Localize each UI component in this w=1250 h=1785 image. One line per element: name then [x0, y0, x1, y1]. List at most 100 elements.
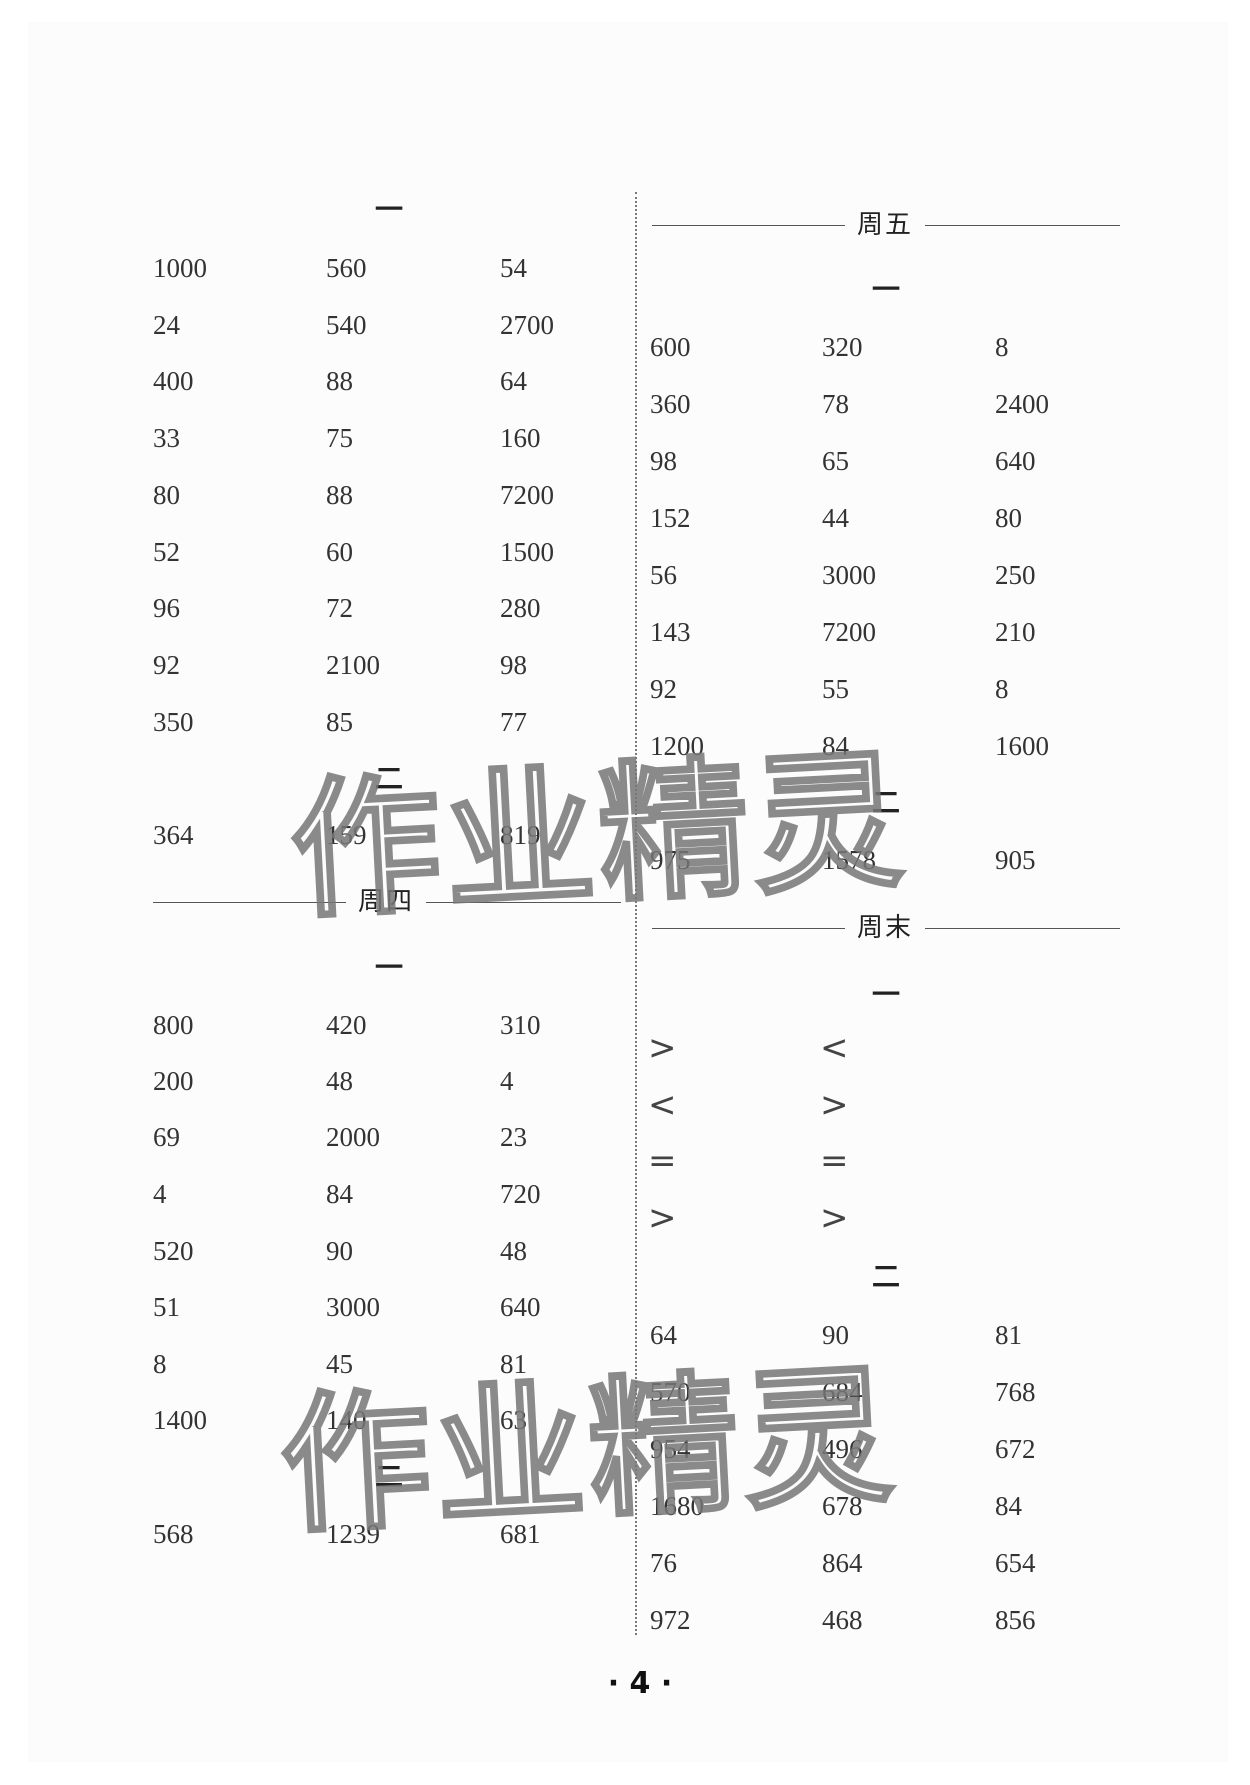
thursday-title: 周四: [358, 887, 415, 917]
header-rule-left: [153, 902, 346, 903]
friday-part1-label: 一: [872, 273, 901, 306]
answer-cell: 65: [822, 446, 849, 476]
weekend-part1-label: 一: [872, 978, 901, 1011]
answer-cell: 600: [650, 332, 691, 362]
page-background: [28, 22, 1228, 1762]
answer-cell: 2400: [995, 389, 1049, 419]
answer-cell: 364: [153, 820, 194, 850]
answer-cell: 672: [995, 1434, 1036, 1464]
answer-cell: 720: [500, 1179, 541, 1209]
answer-cell: 360: [650, 389, 691, 419]
answer-cell: 63: [500, 1405, 527, 1435]
answer-cell: 81: [500, 1349, 527, 1379]
answer-cell: 80: [995, 503, 1022, 533]
answer-cell: 24: [153, 310, 180, 340]
answer-cell: 954: [650, 1434, 691, 1464]
left-top-part2-label: 二: [375, 762, 404, 795]
answer-cell: 96: [153, 593, 180, 623]
answer-cell: 496: [822, 1434, 863, 1464]
answer-cell: 56: [650, 560, 677, 590]
friday-part2-label: 二: [872, 786, 901, 819]
answer-cell: 1578: [822, 845, 876, 875]
answer-cell: 81: [995, 1320, 1022, 1350]
answer-cell: 280: [500, 593, 541, 623]
friday-header: 周五: [652, 210, 1120, 240]
answer-cell: 1680: [650, 1491, 704, 1521]
answer-cell: 88: [326, 366, 353, 396]
answer-cell: 69: [153, 1122, 180, 1152]
comparison-symbol: =: [648, 1141, 677, 1181]
answer-cell: 8: [995, 674, 1009, 704]
weekend-header: 周末: [652, 913, 1120, 943]
answer-cell: 420: [326, 1010, 367, 1040]
answer-cell: 200: [153, 1066, 194, 1096]
answer-cell: 51: [153, 1292, 180, 1322]
answer-cell: 2700: [500, 310, 554, 340]
answer-cell: 64: [500, 366, 527, 396]
answer-cell: 23: [500, 1122, 527, 1152]
page-number: · 4 ·: [607, 1666, 673, 1701]
answer-cell: 1239: [326, 1519, 380, 1549]
answer-cell: 140: [326, 1405, 367, 1435]
answer-cell: 1500: [500, 537, 554, 567]
answer-cell: 905: [995, 845, 1036, 875]
answer-cell: 250: [995, 560, 1036, 590]
comparison-symbol: =: [820, 1141, 849, 1181]
answer-cell: 8: [995, 332, 1009, 362]
header-rule-left: [652, 928, 845, 929]
answer-cell: 350: [153, 707, 194, 737]
answer-cell: 80: [153, 480, 180, 510]
comparison-symbol: >: [820, 1085, 849, 1125]
answer-cell: 800: [153, 1010, 194, 1040]
answer-cell: 654: [995, 1548, 1036, 1578]
answer-cell: 320: [822, 332, 863, 362]
answer-cell: 159: [326, 820, 367, 850]
answer-cell: 60: [326, 537, 353, 567]
answer-cell: 7200: [822, 617, 876, 647]
answer-cell: 7200: [500, 480, 554, 510]
answer-cell: 570: [650, 1377, 691, 1407]
weekend-title: 周末: [857, 913, 914, 943]
answer-cell: 88: [326, 480, 353, 510]
weekend-part2-label: 二: [872, 1260, 901, 1293]
header-rule-right: [426, 902, 621, 903]
answer-cell: 98: [500, 650, 527, 680]
thursday-header: 周四: [153, 887, 621, 917]
answer-cell: 972: [650, 1605, 691, 1635]
answer-cell: 684: [822, 1377, 863, 1407]
answer-cell: 45: [326, 1349, 353, 1379]
answer-cell: 64: [650, 1320, 677, 1350]
answer-cell: 1200: [650, 731, 704, 761]
comparison-symbol: <: [820, 1028, 849, 1068]
answer-cell: 52: [153, 537, 180, 567]
answer-cell: 4: [153, 1179, 167, 1209]
header-rule-right: [925, 225, 1120, 226]
answer-cell: 76: [650, 1548, 677, 1578]
answer-cell: 640: [995, 446, 1036, 476]
header-rule-left: [652, 225, 845, 226]
answer-cell: 44: [822, 503, 849, 533]
answer-cell: 678: [822, 1491, 863, 1521]
answer-cell: 90: [822, 1320, 849, 1350]
answer-cell: 84: [822, 731, 849, 761]
answer-cell: 48: [326, 1066, 353, 1096]
answer-cell: 54: [500, 253, 527, 283]
comparison-symbol: >: [820, 1198, 849, 1238]
answer-cell: 2000: [326, 1122, 380, 1152]
answer-cell: 78: [822, 389, 849, 419]
answer-cell: 72: [326, 593, 353, 623]
answer-cell: 77: [500, 707, 527, 737]
answer-cell: 681: [500, 1519, 541, 1549]
answer-cell: 48: [500, 1236, 527, 1266]
answer-cell: 90: [326, 1236, 353, 1266]
answer-cell: 400: [153, 366, 194, 396]
column-divider: [635, 192, 637, 1635]
answer-cell: 33: [153, 423, 180, 453]
left-top-part1-label: 一: [375, 193, 404, 226]
answer-cell: 540: [326, 310, 367, 340]
answer-cell: 3000: [822, 560, 876, 590]
comparison-symbol: >: [648, 1198, 677, 1238]
thursday-part2-label: 二: [375, 1460, 404, 1493]
header-rule-right: [925, 928, 1120, 929]
answer-cell: 75: [326, 423, 353, 453]
